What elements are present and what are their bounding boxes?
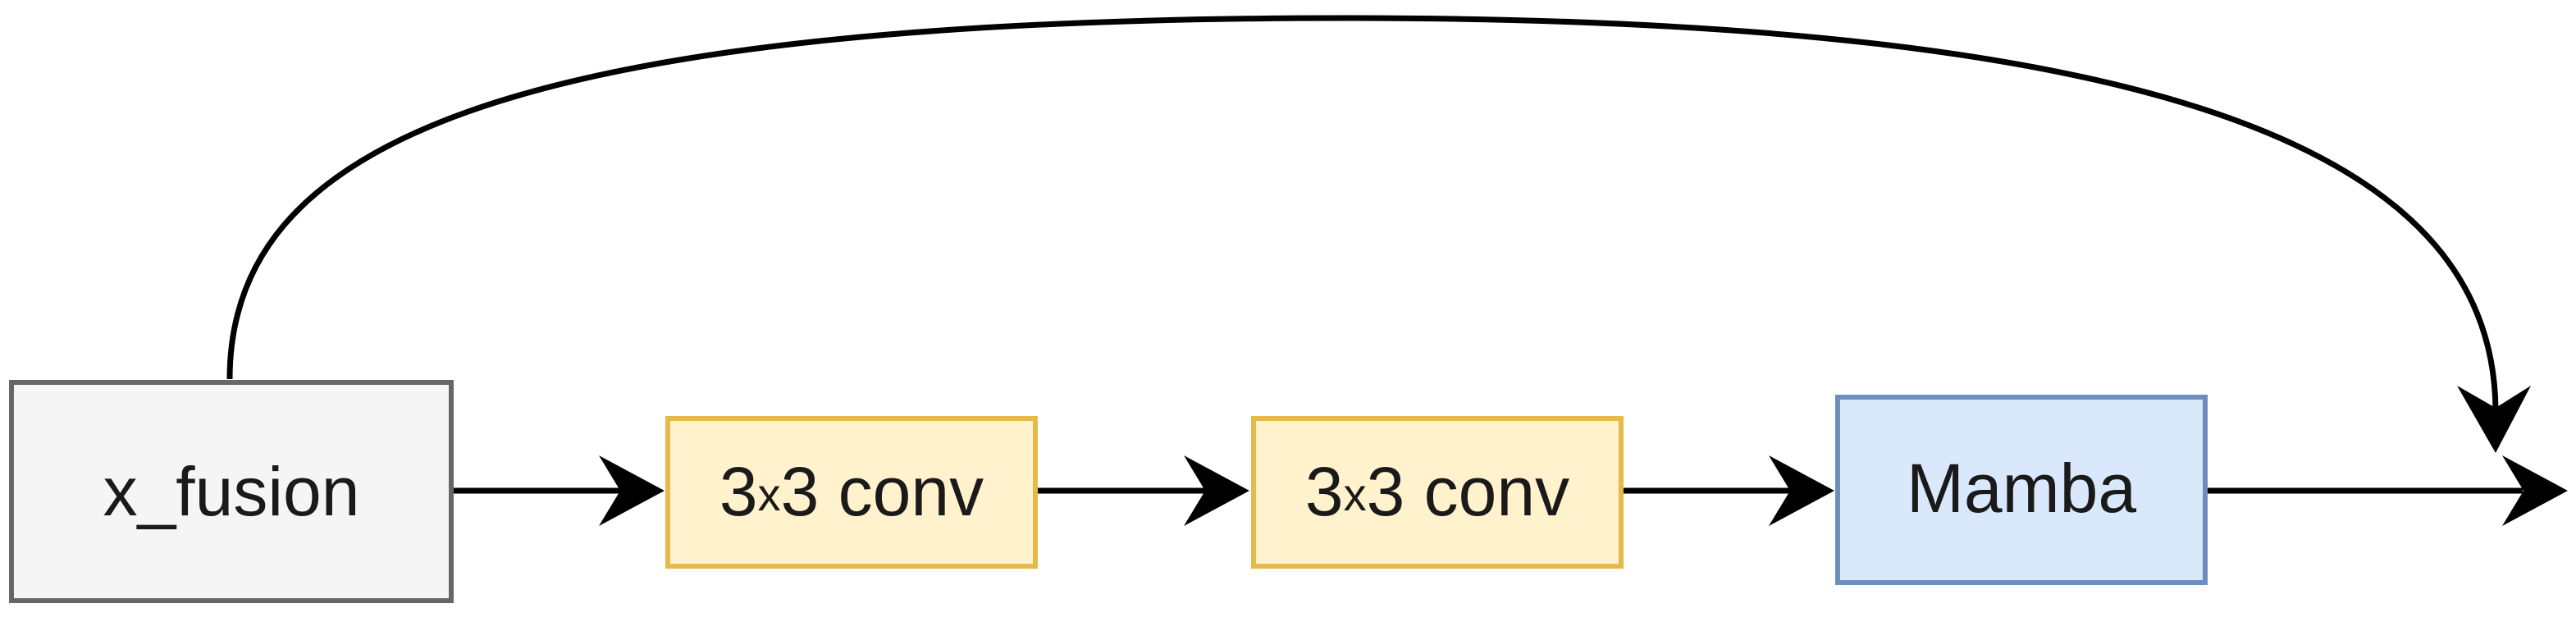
node-x-fusion-box xyxy=(9,380,454,603)
node-conv2-label-rest: 3 conv xyxy=(1367,453,1570,530)
node-conv2-label-times: x xyxy=(1344,469,1367,520)
node-conv2-label: 3x3 conv xyxy=(1305,453,1569,530)
node-x-fusion-label: x_fusion xyxy=(103,453,360,530)
edge-output-arrowhead xyxy=(2502,455,2568,526)
node-conv2-label-main: 3 xyxy=(1305,453,1344,530)
skip-connection-curve xyxy=(226,15,2499,411)
node-conv2-box xyxy=(1251,416,1624,569)
node-conv1-label-rest: 3 conv xyxy=(781,453,984,530)
node-conv1-label-main: 3 xyxy=(719,453,758,530)
node-conv1[interactable]: 3x3 conv xyxy=(665,416,1038,569)
node-mamba-box xyxy=(1835,395,2208,585)
edge-conv2-to-mamba-arrowhead xyxy=(1769,455,1834,526)
node-mamba-label: Mamba xyxy=(1907,450,2136,527)
node-conv1-box xyxy=(665,416,1038,569)
node-conv2[interactable]: 3x3 conv xyxy=(1251,416,1624,569)
node-conv1-label-times: x xyxy=(758,469,781,520)
node-x-fusion[interactable]: x_fusion xyxy=(9,380,454,603)
edge-input-to-conv1-arrowhead xyxy=(599,455,665,526)
node-mamba[interactable]: Mamba xyxy=(1835,395,2208,585)
node-conv1-label: 3x3 conv xyxy=(719,453,984,530)
edge-conv1-to-conv2-arrowhead xyxy=(1184,455,1249,526)
skip-connection-arrowhead xyxy=(2457,386,2531,453)
